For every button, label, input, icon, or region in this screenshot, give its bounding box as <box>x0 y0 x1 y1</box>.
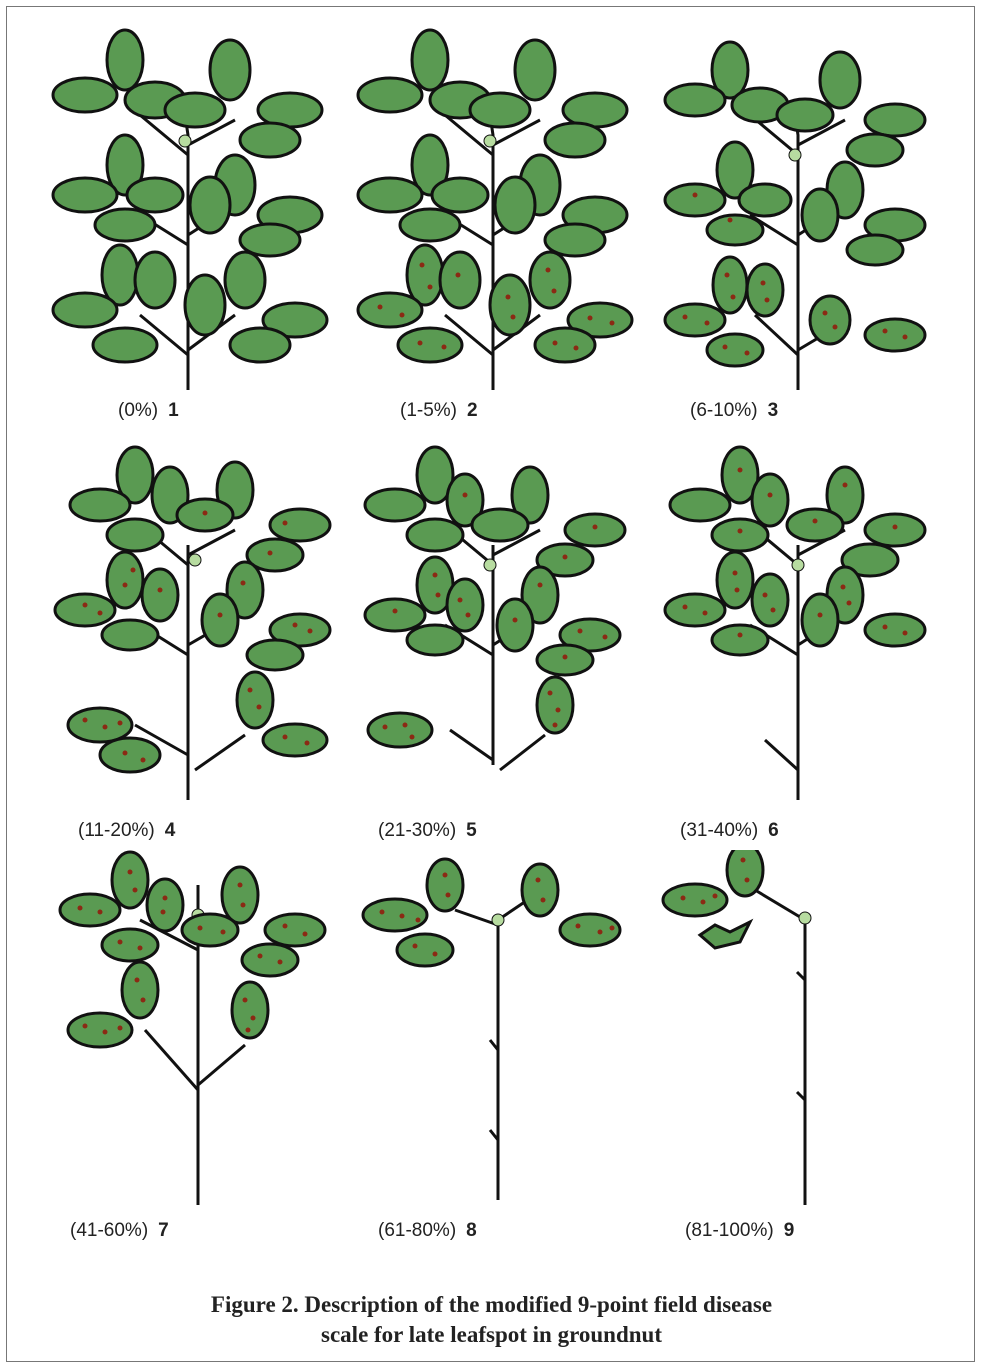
score-number: 9 <box>784 1220 795 1241</box>
severity-range: (61-80%) <box>378 1220 456 1241</box>
score-number: 5 <box>466 820 477 841</box>
scale-label-5: (21-30%) 5 <box>378 820 477 842</box>
scale-label-3: (6-10%) 3 <box>690 400 778 422</box>
score-number: 4 <box>165 820 176 841</box>
severity-range: (6-10%) <box>690 400 758 421</box>
scale-label-7: (41-60%) 7 <box>70 1220 169 1242</box>
scale-label-1: (0%) 1 <box>118 400 179 422</box>
plant-illustration-4 <box>45 435 335 805</box>
plant-illustration-1 <box>45 25 335 395</box>
severity-range: (81-100%) <box>685 1220 774 1241</box>
severity-range: (11-20%) <box>78 820 155 841</box>
severity-range: (1-5%) <box>400 400 457 421</box>
plant-illustration-7 <box>45 850 335 1210</box>
score-number: 6 <box>768 820 779 841</box>
severity-range: (0%) <box>118 400 158 421</box>
score-number: 8 <box>466 1220 477 1241</box>
caption-line-2: scale for late leafspot in groundnut <box>0 1320 983 1350</box>
severity-range: (31-40%) <box>680 820 758 841</box>
plant-illustration-5 <box>350 435 640 805</box>
plant-illustration-6 <box>655 435 945 805</box>
figure-caption: Figure 2. Description of the modified 9-… <box>0 1290 983 1350</box>
score-number: 7 <box>158 1220 169 1241</box>
plant-illustration-3 <box>655 25 945 395</box>
scale-label-2: (1-5%) 2 <box>400 400 478 422</box>
plant-illustration-9 <box>655 850 945 1210</box>
severity-range: (21-30%) <box>378 820 456 841</box>
plant-illustration-2 <box>350 25 640 395</box>
score-number: 1 <box>168 400 179 421</box>
score-number: 3 <box>768 400 779 421</box>
plant-illustration-8 <box>350 850 640 1210</box>
caption-line-1: Figure 2. Description of the modified 9-… <box>0 1290 983 1320</box>
scale-label-8: (61-80%) 8 <box>378 1220 477 1242</box>
scale-label-4: (11-20%) 4 <box>78 820 175 842</box>
scale-label-6: (31-40%) 6 <box>680 820 779 842</box>
scale-label-9: (81-100%) 9 <box>685 1220 794 1242</box>
severity-range: (41-60%) <box>70 1220 148 1241</box>
score-number: 2 <box>467 400 478 421</box>
